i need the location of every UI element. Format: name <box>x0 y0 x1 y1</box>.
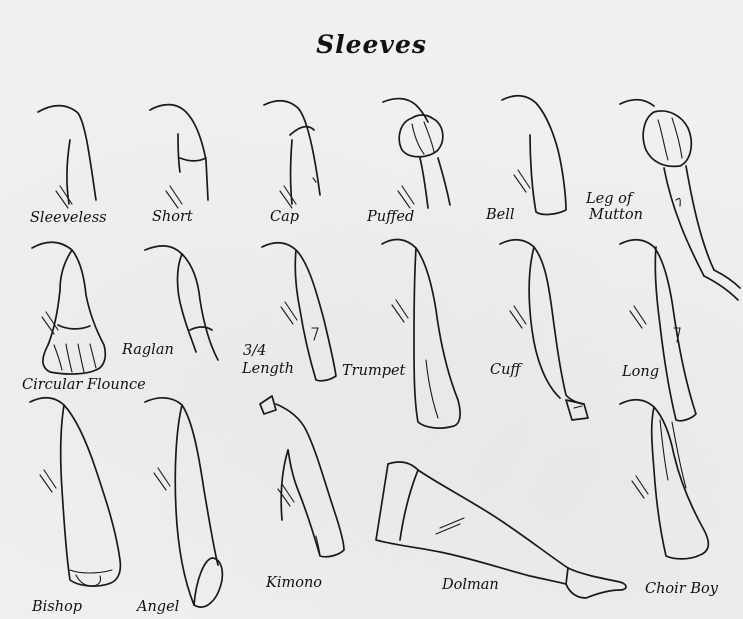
long-sleeve-illustration <box>620 240 696 421</box>
angel-sleeve-illustration <box>145 398 222 607</box>
leg-of-mutton-illustration <box>620 100 740 300</box>
label-cuff: Cuff <box>490 363 521 378</box>
cap-sleeve-illustration <box>264 101 320 208</box>
label-trumpet: Trumpet <box>342 364 405 379</box>
short-sleeve-illustration <box>150 105 208 208</box>
bell-sleeve-illustration <box>502 96 566 215</box>
label-mutton: Mutton <box>589 208 643 223</box>
dolman-sleeve-illustration <box>376 462 626 598</box>
choir-boy-sleeve-illustration <box>620 400 708 559</box>
label-bell: Bell <box>486 208 515 223</box>
label-angel: Angel <box>137 600 179 615</box>
label-circular-flounce: Circular Flounce <box>22 378 146 393</box>
circular-flounce-illustration <box>32 242 105 374</box>
label-dolman: Dolman <box>442 578 499 593</box>
label-long: Long <box>622 365 659 380</box>
label-choir-boy: Choir Boy <box>645 582 718 597</box>
label-kimono: Kimono <box>266 576 322 591</box>
label-bishop: Bishop <box>32 600 82 615</box>
puffed-sleeve-illustration <box>383 99 450 208</box>
label-length: Length <box>242 362 294 377</box>
label-leg-of: Leg of <box>586 192 632 207</box>
label-short: Short <box>152 210 193 225</box>
label-sleeveless: Sleeveless <box>30 211 107 226</box>
kimono-sleeve-illustration <box>260 396 344 557</box>
bishop-sleeve-illustration <box>30 398 120 586</box>
trumpet-sleeve-illustration <box>382 239 460 428</box>
cuff-sleeve-illustration <box>500 240 588 420</box>
label-raglan: Raglan <box>122 343 174 358</box>
label-three-quarter: 3/4 <box>243 344 266 359</box>
label-cap: Cap <box>270 210 299 225</box>
label-puffed: Puffed <box>367 210 414 225</box>
sleeveless-illustration <box>38 106 96 208</box>
